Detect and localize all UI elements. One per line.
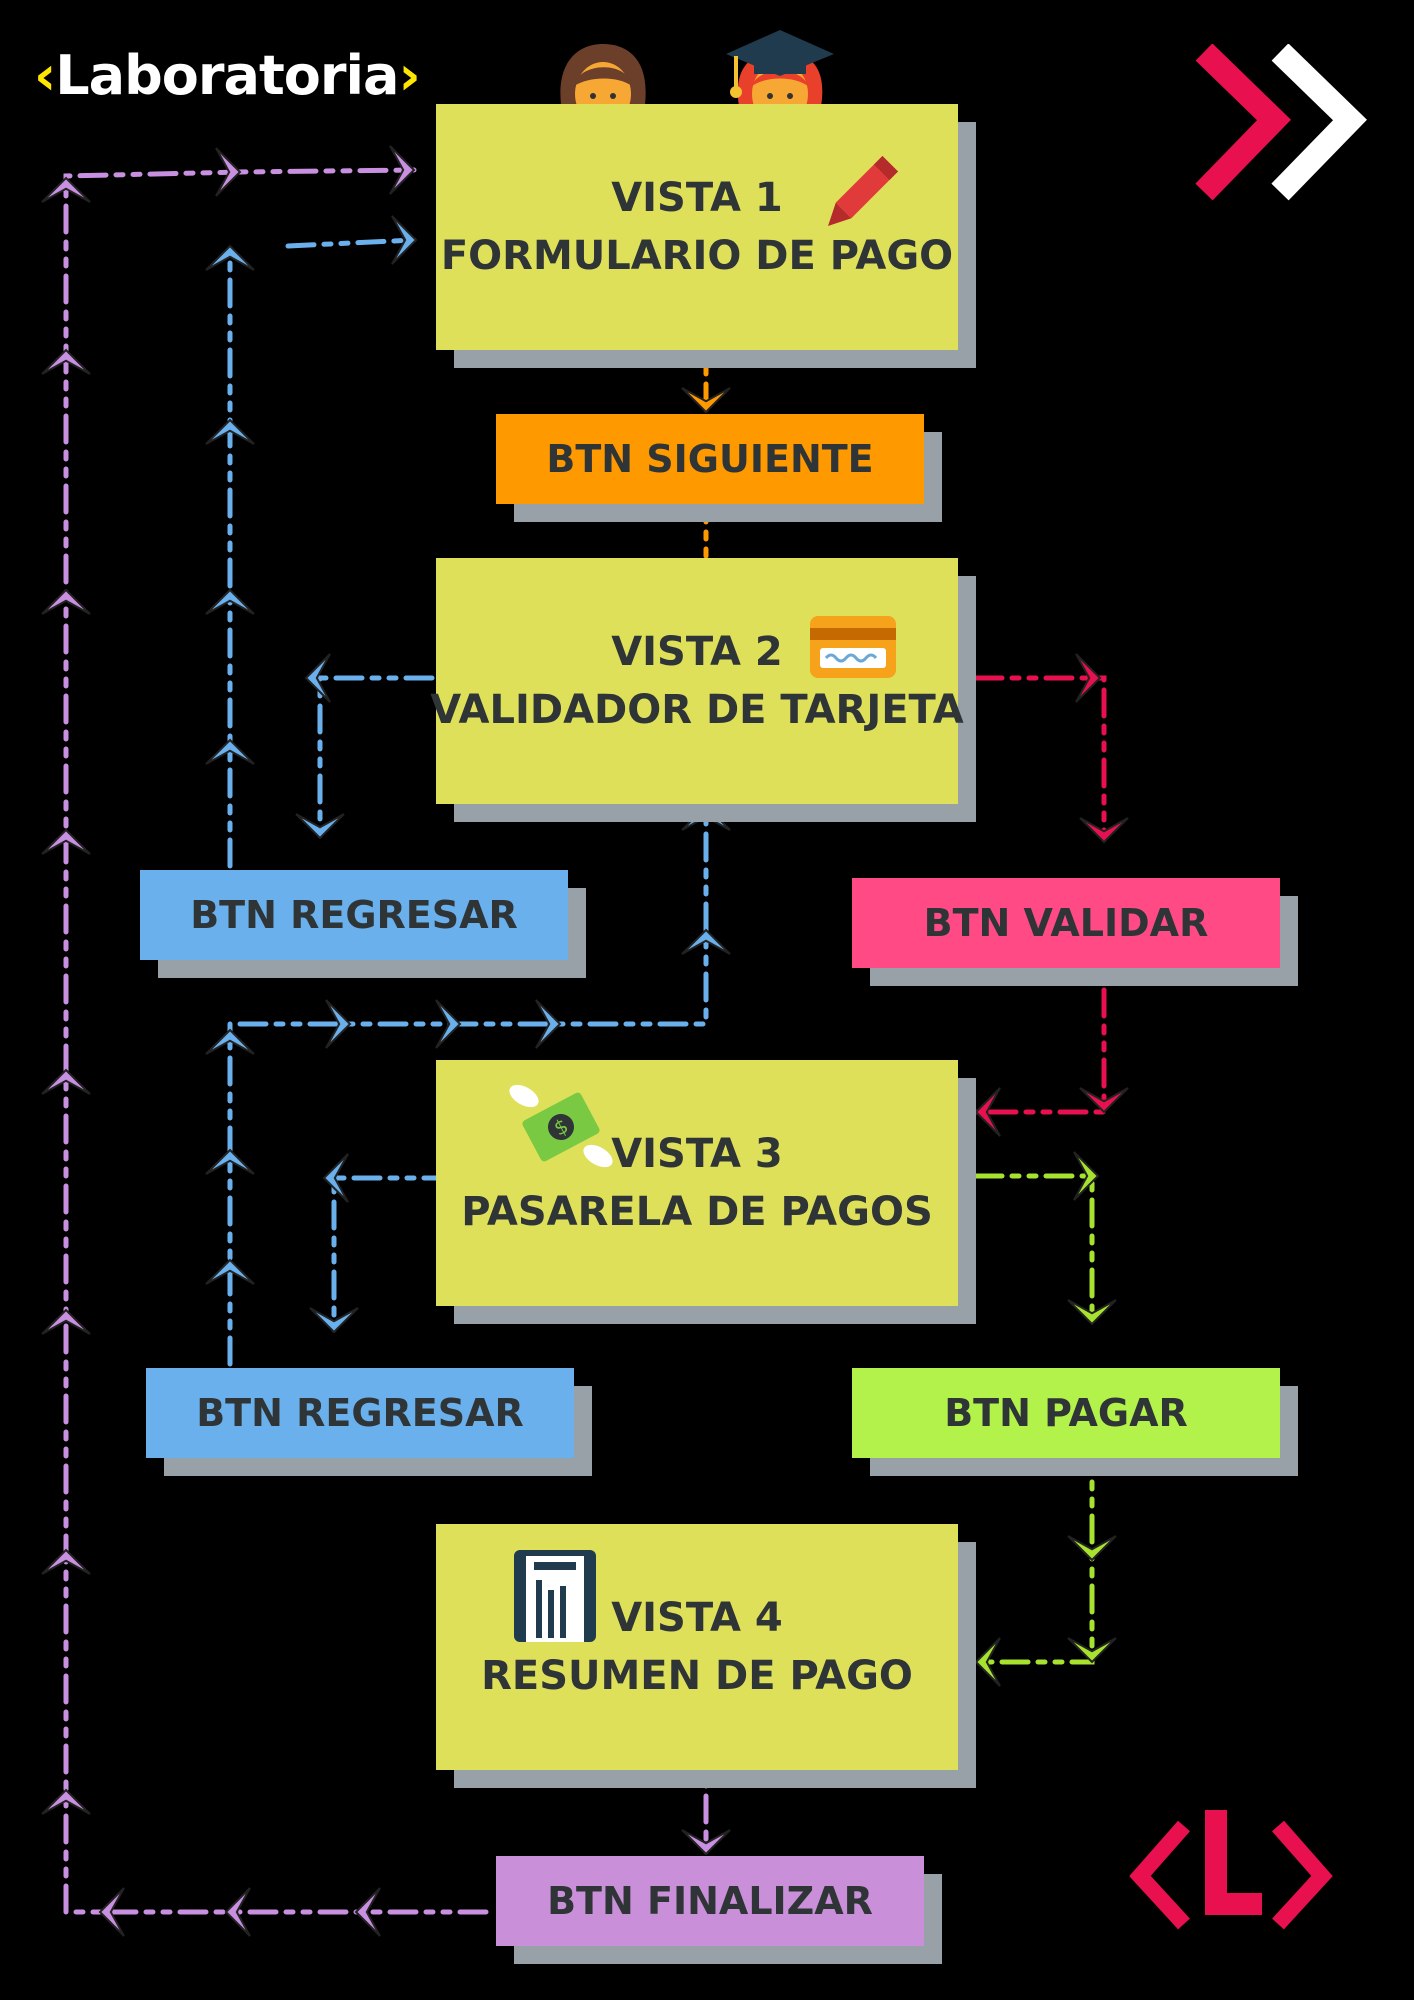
btn-regresar-1-label: BTN REGRESAR (190, 893, 518, 937)
view-1-title: VISTA 1 (611, 175, 783, 221)
btn-pagar[interactable]: BTN PAGAR (852, 1368, 1280, 1458)
money-wings-icon: $ (509, 1084, 613, 1168)
view-2-subtitle: VALIDADOR DE TARJETA (430, 687, 964, 733)
arrow-side-v1 (285, 215, 418, 265)
btn-validar-label: BTN VALIDAR (923, 901, 1209, 945)
btn-regresar-2[interactable]: BTN REGRESAR (146, 1368, 574, 1458)
arrow-v2-regresar1 (295, 653, 435, 840)
arrow-v2-validar (973, 653, 1129, 844)
view-4-title: VISTA 4 (611, 1595, 783, 1641)
arrow-regresar2-v2 (205, 804, 731, 1367)
btn-finalizar-label: BTN FINALIZAR (547, 1879, 873, 1923)
btn-regresar-1[interactable]: BTN REGRESAR (140, 870, 568, 960)
laboratoria-logo: ‹Laboratoria› (34, 44, 421, 107)
logo-text: Laboratoria (55, 44, 399, 107)
btn-siguiente[interactable]: BTN SIGUIENTE (496, 414, 924, 504)
btn-pagar-label: BTN PAGAR (944, 1391, 1188, 1435)
btn-regresar-2-label: BTN REGRESAR (196, 1391, 524, 1435)
view-3-subtitle: PASARELA DE PAGOS (461, 1189, 933, 1235)
laboratoria-l-icon (1129, 1810, 1333, 1930)
arrow-v3-pagar (973, 1151, 1117, 1326)
arrow-validar-v3 (973, 987, 1129, 1137)
view-2-card-validator: VISTA 2 VALIDADOR DE TARJETA (430, 558, 964, 804)
btn-validar[interactable]: BTN VALIDAR (852, 878, 1280, 968)
arrow-finalizar-loop (41, 145, 489, 1937)
view-4-subtitle: RESUMEN DE PAGO (481, 1653, 913, 1699)
btn-finalizar[interactable]: BTN FINALIZAR (496, 1856, 924, 1946)
arrow-pagar-v4 (973, 1443, 1117, 1687)
arrow-v3-regresar2 (309, 1153, 453, 1334)
view-3-title: VISTA 3 (611, 1131, 783, 1177)
arrow-regresar1-v1 (205, 244, 255, 869)
double-chevron-icon (1195, 44, 1367, 201)
view-1-payment-form: VISTA 1 FORMULARIO DE PAGO (436, 104, 958, 350)
view-2-title: VISTA 2 (611, 629, 783, 675)
credit-card-icon (810, 616, 896, 678)
view-1-subtitle: FORMULARIO DE PAGO (440, 233, 954, 279)
btn-siguiente-label: BTN SIGUIENTE (546, 437, 874, 481)
receipt-icon (514, 1550, 596, 1642)
pencil-icon (828, 156, 898, 226)
